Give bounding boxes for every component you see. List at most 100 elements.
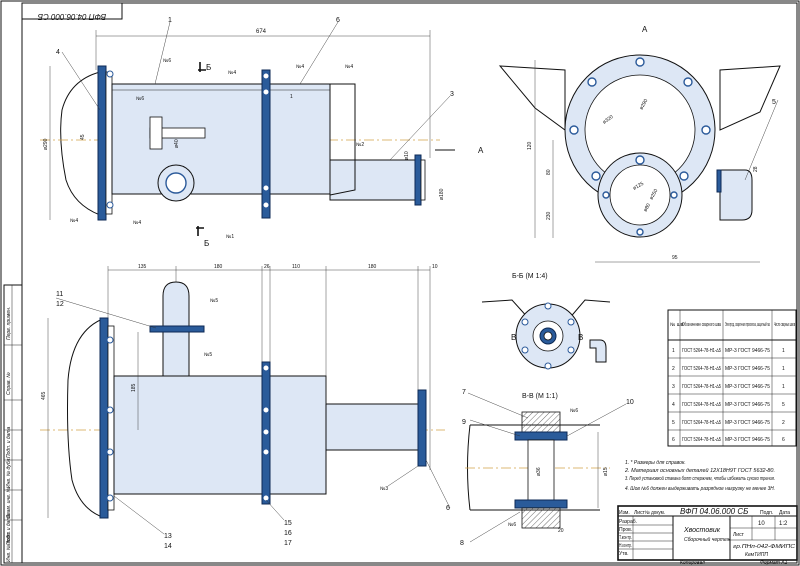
dim-26: 26	[264, 264, 270, 270]
lower-label-13: 13	[164, 533, 172, 540]
left-margin-strip: Перв. примен. Справ. № Подп. и дата Инв.…	[3, 284, 23, 564]
strip-label-4: Взам. инв. №	[6, 486, 12, 518]
role-tkontr: Т.контр.	[619, 535, 632, 541]
role-nkontr: Н.контр.	[619, 543, 632, 549]
cell: МР-3 ГОСТ 9466-75	[725, 437, 770, 443]
section-bb-title: Б-Б (М 1:4)	[512, 273, 548, 280]
role-prov: Пров.	[619, 527, 632, 533]
main-body	[111, 83, 331, 195]
dim-95: 28	[753, 166, 759, 172]
side-pipe	[719, 169, 753, 221]
section-mark-bottom: Б	[204, 239, 209, 248]
title-part-name: Хвостовик	[683, 527, 721, 534]
strip-label-6: Инв. № подл.	[6, 531, 12, 562]
table-row-5: 5 ГОСТ 5264-78-Н1-∆5 МР-3 ГОСТ 9466-75 2	[672, 420, 785, 426]
dim-135: 135	[138, 264, 147, 270]
section-bb-letter-left: В	[511, 333, 516, 342]
dim-180-b: 180	[368, 264, 377, 270]
note-2: 2. Материал основных деталей 12Х18Н9Т ГО…	[624, 467, 775, 474]
lower-label-6: 6	[446, 505, 450, 512]
cell: МР-3 ГОСТ 9466-75	[725, 384, 770, 390]
view-a-title: А	[642, 25, 648, 34]
dim-left-diam: ø290	[43, 138, 49, 150]
lower-label-16: 16	[284, 530, 292, 537]
cell: ГОСТ 5264-78-Н1-∆5	[682, 402, 721, 408]
cell: 1	[782, 384, 785, 390]
note-4: 4. Шов №6 должен выдерживать разрядное н…	[625, 486, 775, 492]
lower-weld-3: №3	[380, 486, 388, 492]
vv-label-7: 7	[462, 389, 466, 396]
view-arrow-a: А	[478, 146, 484, 155]
dim-d125: ø125	[632, 181, 645, 192]
lower-left-flange	[99, 317, 109, 519]
rotated-stamp: ВФП 04.06.000 СБ	[21, 2, 123, 21]
lower-weld-5-top: №5	[210, 298, 218, 304]
strip-label-1: Справ. №	[6, 372, 12, 395]
dim-362: 120	[527, 141, 533, 150]
footer-copied: Копировал	[680, 560, 705, 566]
section-bb-hopper	[481, 299, 611, 321]
weld-label-7: №4	[133, 220, 141, 226]
cell: МР-3 ГОСТ 9466-75	[725, 366, 770, 372]
dim-1: 1	[290, 94, 293, 100]
vv-label-9: 9	[462, 419, 466, 426]
wall-break	[60, 71, 101, 216]
dim-10: 10	[432, 264, 438, 270]
section-bb: Б-Б (М 1:4) В В	[481, 273, 611, 370]
table-row-2: 2 ГОСТ 5264-78-Н1-∆5 МР-3 ГОСТ 9466-75 1	[672, 366, 785, 372]
role-razrab: Разраб.	[619, 519, 637, 525]
title-subtitle: Сборочный чертеж	[684, 536, 731, 543]
outlet-flange	[414, 154, 422, 206]
section-vv-title: В-В (М 1:1)	[522, 393, 558, 400]
strip-label-3: Инв. № дубл.	[6, 457, 12, 488]
lower-main-body	[113, 375, 327, 495]
lower-label-15: 15	[284, 520, 292, 527]
outlet-nozzle	[329, 159, 416, 201]
title-mass: 10	[758, 521, 765, 527]
pos-label-6: 6	[336, 17, 340, 24]
weld-label-8: №1	[226, 234, 234, 240]
dim-d250: ø250	[649, 188, 660, 201]
lower-wall-break	[67, 317, 106, 519]
lower-label-12: 12	[56, 301, 64, 308]
cell: ГОСТ 5264-78-Н1-∆5	[682, 384, 721, 390]
cell: 1	[672, 348, 675, 354]
role-data: Дата	[779, 510, 790, 516]
table-header-3: Число сварных швов	[774, 322, 795, 328]
section-mark-top: Б	[206, 63, 211, 72]
rotated-stamp-text: ВФП 04.06.000 СБ	[38, 12, 106, 21]
dim-80: 230	[546, 211, 552, 220]
dim-120: 80	[546, 169, 552, 175]
dim-20: 20	[558, 528, 564, 534]
cell: 1	[782, 366, 785, 372]
section-bb-letter-right: В	[578, 333, 583, 342]
weld-label-5: №2	[356, 142, 364, 148]
title-scale: 1:2	[779, 521, 788, 527]
pos-label-1: 1	[168, 17, 172, 24]
table-row-4: 4 ГОСТ 5264-78-Н1-∆5 МР-3 ГОСТ 9466-75 5	[672, 402, 785, 408]
title-block: ВФП 04.06.000 СБ Хвостовик Сборочный чер…	[617, 505, 798, 566]
pos-label-3: 3	[450, 91, 454, 98]
cell: 3	[672, 384, 675, 390]
footer-format: Формат А1	[760, 560, 788, 566]
section-vv: В-В (М 1:1) ø36 ø15 20 7 9 №6 10 №6 8	[460, 389, 634, 547]
vv-label-w6-bottom: №6	[508, 522, 516, 528]
weld-label-0: №6	[163, 58, 171, 64]
dim-185: 185	[131, 383, 137, 392]
strip-label-5: Подп. и дата	[6, 513, 12, 545]
title-org-2: КемТИПП	[745, 552, 768, 558]
dim-nozzle-diam: ø180	[439, 188, 445, 200]
weld-label-6: №4	[70, 218, 78, 224]
dim-180-a: 180	[214, 264, 223, 270]
table-row-3: 3 ГОСТ 5264-78-Н1-∆5 МР-3 ГОСТ 9466-75 1	[672, 384, 785, 390]
role-list: Лист	[634, 510, 646, 516]
lower-label-14: 14	[164, 543, 172, 550]
cell: ГОСТ 5264-78-Н1-∆5	[682, 366, 721, 372]
table-header-0: № шв	[670, 322, 684, 328]
note-1: 1. * Размеры для справок.	[625, 460, 686, 466]
role-podp: Подп.	[760, 510, 773, 516]
left-flange	[97, 65, 107, 221]
weld-label-1: №4	[228, 70, 236, 76]
dim-465: 465	[41, 391, 47, 400]
middle-flange	[261, 69, 271, 219]
